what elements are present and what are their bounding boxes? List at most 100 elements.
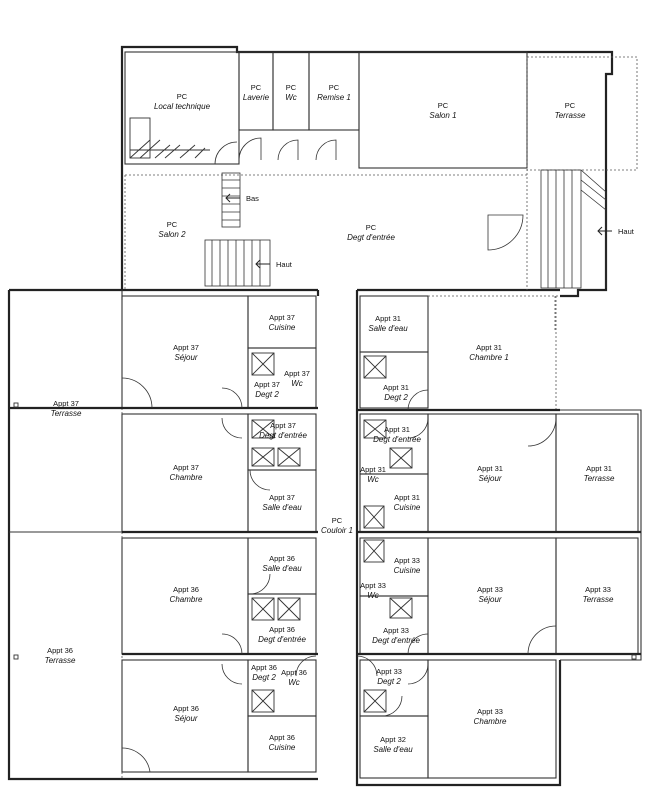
room-prefix: Appt 36 (173, 585, 199, 594)
up-arrow-icon-right (597, 226, 612, 236)
room-name: Wc (291, 379, 303, 388)
room-prefix: Appt 33 (383, 626, 409, 635)
room-prefix: PC (167, 220, 178, 229)
room-prefix: PC (251, 83, 262, 92)
room-name: Salle d'eau (262, 503, 302, 512)
left-wing-walls (9, 290, 318, 779)
room-name: Terrasse (45, 656, 76, 665)
room-prefix: Appt 36 (269, 625, 295, 634)
room-prefix: Appt 33 (376, 667, 402, 676)
room-prefix: Appt 33 (394, 556, 420, 565)
room-name: Couloir 1 (321, 526, 353, 535)
room-name: Degt d'entrée (373, 435, 421, 444)
room-name: Wc (285, 93, 297, 102)
room-prefix: Appt 37 (270, 421, 296, 430)
right-wing-walls (356, 295, 641, 779)
room-name: Degt 2 (377, 677, 401, 686)
room-prefix: Appt 31 (477, 464, 503, 473)
room-name: Chambre 1 (469, 353, 509, 362)
room-name: Remise 1 (317, 93, 351, 102)
room-name: Degt 2 (252, 673, 276, 682)
room-prefix: Appt 36 (173, 704, 199, 713)
room-name: Terrasse (51, 409, 82, 418)
room-prefix: Appt 37 (269, 493, 295, 502)
room-prefix: Appt 37 (284, 369, 310, 378)
room-name: Salle d'eau (262, 564, 302, 573)
room-prefix: Appt 37 (53, 399, 79, 408)
room-name: Séjour (174, 353, 197, 362)
room-prefix: Appt 33 (360, 581, 386, 590)
room-name: Wc (367, 591, 379, 600)
top-block-walls (124, 51, 528, 290)
room-prefix: Appt 32 (380, 735, 406, 744)
room-prefix: Appt 31 (383, 383, 409, 392)
room-name: Salle d'eau (373, 745, 413, 754)
room-prefix: Appt 31 (394, 493, 420, 502)
down-arrow-icon (225, 193, 240, 203)
room-prefix: Appt 31 (476, 343, 502, 352)
room-name: Séjour (478, 474, 501, 483)
room-name: Cuisine (394, 566, 421, 575)
room-name: Chambre (170, 595, 203, 604)
room-name: Degt d'entrée (372, 636, 420, 645)
room-name: Salon 1 (429, 111, 456, 120)
room-prefix: Appt 36 (269, 733, 295, 742)
room-prefix: Appt 33 (585, 585, 611, 594)
room-name: Degt d'entrée (258, 635, 306, 644)
room-prefix: Appt 33 (477, 585, 503, 594)
room-prefix: PC (332, 516, 343, 525)
room-prefix: Appt 31 (586, 464, 612, 473)
room-name: Degt d'entrée (347, 233, 395, 242)
room-name: Terrasse (555, 111, 586, 120)
room-prefix: PC (177, 92, 188, 101)
room-prefix: Appt 36 (47, 646, 73, 655)
level-arrows (225, 193, 612, 269)
room-name: Séjour (478, 595, 501, 604)
room-name: Degt 2 (384, 393, 408, 402)
room-name: Cuisine (394, 503, 421, 512)
room-prefix: Appt 33 (477, 707, 503, 716)
room-name: Cuisine (269, 323, 296, 332)
room-name: Laverie (243, 93, 270, 102)
room-name: Degt d'entrée (259, 431, 307, 440)
room-prefix: Appt 36 (251, 663, 277, 672)
room-prefix: PC (438, 101, 449, 110)
room-name: Degt 2 (255, 390, 279, 399)
room-name: Chambre (170, 473, 203, 482)
room-name: Cuisine (269, 743, 296, 752)
room-prefix: Appt 37 (254, 380, 280, 389)
room-prefix: Appt 36 (281, 668, 307, 677)
room-prefix: Appt 31 (375, 314, 401, 323)
room-prefix: PC (366, 223, 377, 232)
